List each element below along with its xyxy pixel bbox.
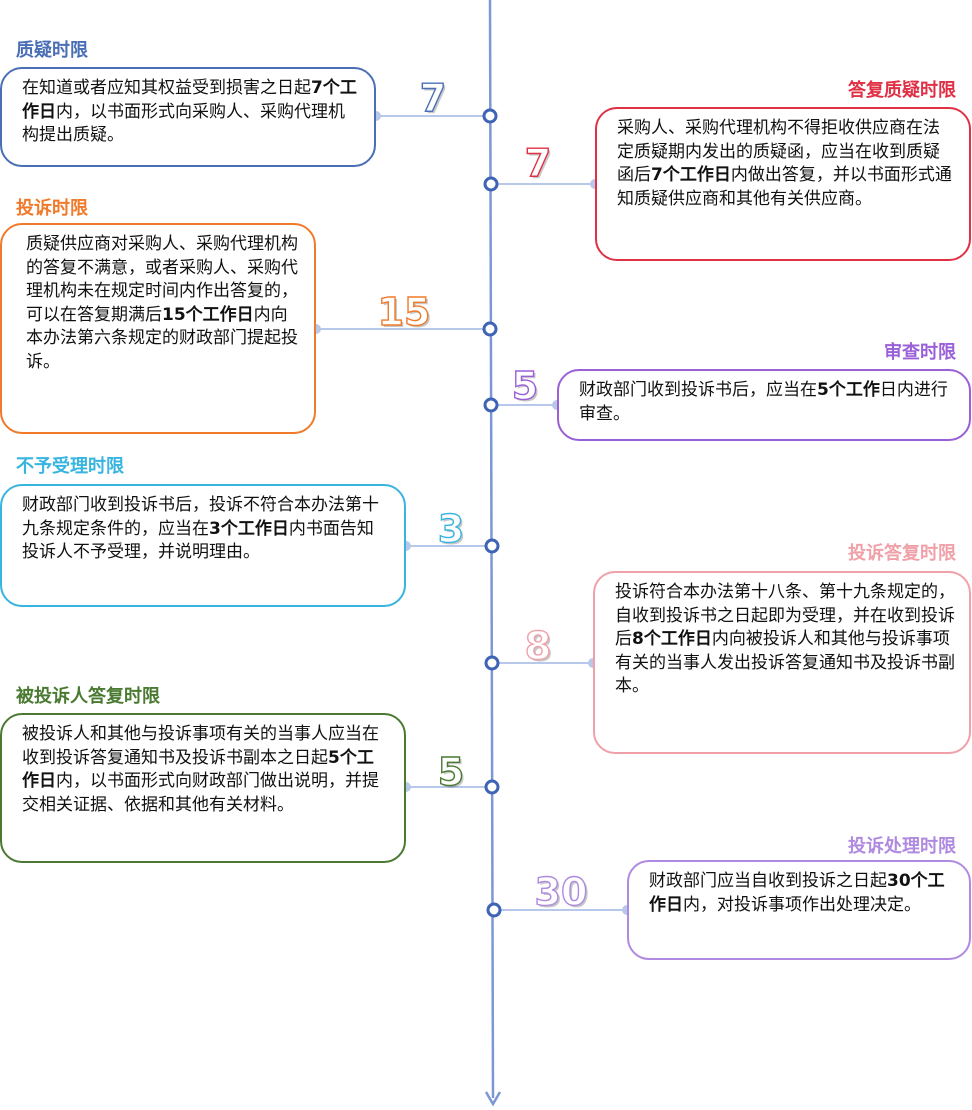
stage-number-review: 5 bbox=[511, 364, 539, 408]
timeline-node-complaint bbox=[482, 321, 498, 337]
stage-text-review-rest: 日内进行审查。 bbox=[579, 380, 948, 424]
timeline-node-respondent bbox=[484, 779, 500, 795]
stage-deadline-complaint: 15个工作日 bbox=[162, 304, 254, 325]
stage-deadline-respondent: 5个工作日 bbox=[22, 747, 374, 792]
stage-card-complaint-reply: 投诉符合本办法第十八条、第十九条规定的，自收到投诉书之日起即为受理，并在收到投诉… bbox=[593, 571, 971, 754]
timeline-node-review bbox=[483, 397, 499, 413]
timeline-node-query bbox=[482, 108, 498, 124]
stage-text-reply-rest: 内做出答复，并以书面形式通知质疑供应商和其他有关供应商。 bbox=[617, 165, 952, 209]
stage-text-complaint-reply-rest: 内向被投诉人和其他与投诉事项有关的当事人发出投诉答复通知书及投诉书副本。 bbox=[615, 629, 955, 696]
stage-card-reject: 财政部门收到投诉书后，投诉不符合本办法第十九条规定条件的，应当在3个工作日内书面… bbox=[0, 484, 406, 607]
stage-text-respondent: 被投诉人和其他与投诉事项有关的当事人应当在收到投诉答复通知书及投诉书副本之日起 bbox=[22, 724, 379, 768]
stage-card-reply: 采购人、采购代理机构不得拒收供应商在法定质疑期内发出的质疑函，应当在收到质疑函后… bbox=[595, 107, 971, 261]
stage-number-respondent: 5 bbox=[437, 750, 465, 794]
stage-text-handling-rest: 内，对投诉事项作出处理决定。 bbox=[683, 894, 921, 915]
stage-text-query-rest: 内，以书面形式向采购人、采购代理机构提出质疑。 bbox=[22, 101, 345, 146]
stage-text-complaint-rest: 内向本办法第六条规定的财政部门提起投诉。 bbox=[26, 304, 298, 372]
stage-title-complaint-reply: 投诉答复时限 bbox=[848, 543, 956, 564]
stage-deadline-query: 7个工作日 bbox=[22, 78, 357, 122]
stage-title-reject: 不予受理时限 bbox=[16, 456, 124, 477]
stage-card-complaint: 质疑供应商对采购人、采购代理机构的答复不满意，或者采购人、采购代理机构未在规定时… bbox=[0, 223, 316, 434]
stage-card-respondent: 被投诉人和其他与投诉事项有关的当事人应当在收到投诉答复通知书及投诉书副本之日起5… bbox=[0, 713, 406, 863]
stage-text-handling: 财政部门应当自收到投诉之日起 bbox=[649, 871, 887, 891]
stage-text-review: 财政部门收到投诉书后，应当在 bbox=[579, 380, 817, 400]
stage-number-query: 7 bbox=[419, 76, 447, 120]
timeline-node-handling bbox=[486, 902, 502, 918]
stage-title-handling: 投诉处理时限 bbox=[848, 836, 956, 857]
stage-card-query: 在知道或者应知其权益受到损害之日起7个工作日内，以书面形式向采购人、采购代理机构… bbox=[0, 67, 376, 167]
stage-text-reject: 财政部门收到投诉书后，投诉不符合本办法第十九条规定条件的，应当在 bbox=[22, 495, 379, 539]
stage-card-review: 财政部门收到投诉书后，应当在5个工作日内进行审查。 bbox=[557, 369, 971, 441]
timeline-nodes bbox=[482, 108, 502, 918]
stage-text-respondent-rest: 内，以书面形式向财政部门做出说明，并提交相关证据、依据和其他有关材料。 bbox=[22, 771, 379, 815]
stage-card-handling: 财政部门应当自收到投诉之日起30个工作日内，对投诉事项作出处理决定。 bbox=[627, 860, 971, 960]
stage-deadline-reject: 3个工作日 bbox=[209, 518, 289, 539]
stage-text-complaint-reply: 投诉符合本办法第十八条、第十九条规定的，自收到投诉书之日起即为受理，并在收到投诉… bbox=[615, 582, 955, 649]
stage-number-handling: 30 bbox=[534, 870, 588, 914]
stage-text-reject-rest: 内书面告知投诉人不予受理，并说明理由。 bbox=[22, 518, 374, 563]
timeline-node-reply bbox=[483, 176, 499, 192]
timeline-node-complaint-reply bbox=[484, 655, 500, 671]
stage-title-respondent: 被投诉人答复时限 bbox=[16, 686, 160, 707]
stage-text-complaint: 质疑供应商对采购人、采购代理机构的答复不满意，或者采购人、采购代理机构未在规定时… bbox=[26, 234, 298, 325]
stage-number-complaint-reply: 8 bbox=[524, 624, 552, 668]
stage-deadline-complaint-reply: 8个工作日 bbox=[632, 629, 712, 649]
stage-text-query: 在知道或者应知其权益受到损害之日起 bbox=[22, 78, 311, 98]
timeline-node-reject bbox=[484, 538, 500, 554]
stage-deadline-reply: 7个工作日 bbox=[651, 165, 731, 185]
stage-number-reply: 7 bbox=[524, 141, 552, 185]
stage-title-complaint: 投诉时限 bbox=[16, 198, 88, 219]
stage-number-complaint: 15 bbox=[377, 290, 431, 334]
stage-text-reply: 采购人、采购代理机构不得拒收供应商在法定质疑期内发出的质疑函，应当在收到质疑函后 bbox=[617, 118, 940, 185]
stage-title-query: 质疑时限 bbox=[16, 40, 88, 61]
stage-deadline-handling: 30个工作日 bbox=[649, 871, 945, 915]
stage-number-reject: 3 bbox=[437, 507, 465, 551]
timeline-arrow-head bbox=[484, 1091, 502, 1107]
stage-title-review: 审查时限 bbox=[884, 342, 956, 363]
stage-title-reply: 答复质疑时限 bbox=[848, 80, 956, 101]
stage-deadline-review: 5个工作 bbox=[817, 380, 880, 400]
